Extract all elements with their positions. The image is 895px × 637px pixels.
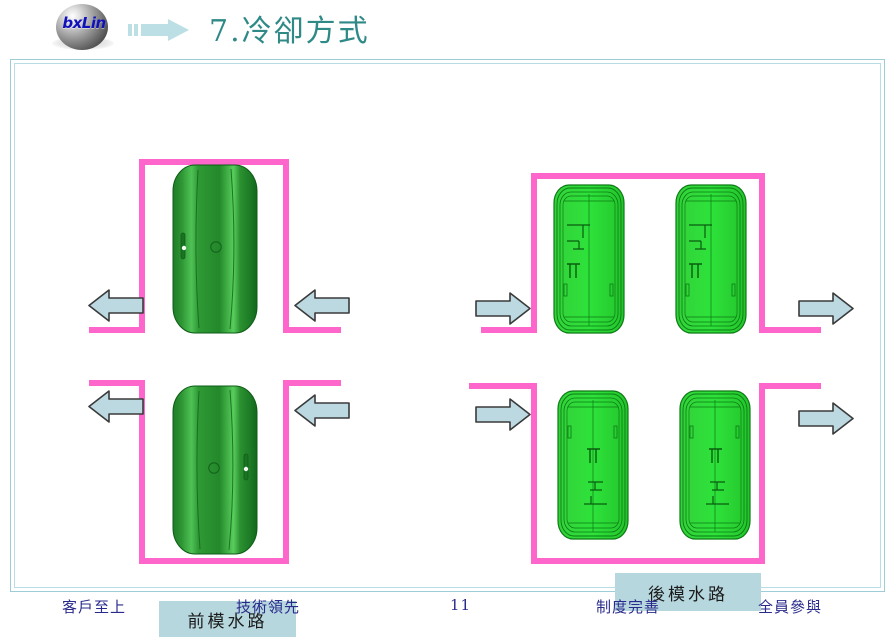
pipe-front-upper-left xyxy=(139,159,145,333)
footer-item-0: 客戶至上 xyxy=(62,598,127,616)
front-out-upper-arrow xyxy=(88,289,144,326)
rear-in-upper-arrow xyxy=(475,292,531,329)
rear-out-lower-arrow xyxy=(798,402,854,439)
rear-in-lower-arrow xyxy=(475,398,531,435)
front-in-lower-arrow xyxy=(294,394,350,431)
rear-part-ul xyxy=(553,184,625,338)
page-title: 7.冷卻方式 xyxy=(209,14,370,49)
pipe-rear-upper-outlet xyxy=(759,327,821,333)
pipe-front-lower-left xyxy=(139,380,145,564)
pipe-front-lower-right xyxy=(283,380,289,564)
footer-item-1: 技術領先 xyxy=(236,598,301,616)
pipe-rear-lower-right xyxy=(759,383,765,564)
content-frame-inner-border xyxy=(14,63,881,588)
pipe-rear-upper-right xyxy=(759,173,765,333)
pipe-front-upper-right xyxy=(283,159,289,333)
company-logo: bxLin xyxy=(46,4,120,50)
pipe-rear-upper-inlet xyxy=(481,327,537,333)
footer-item-3: 制度完善 xyxy=(596,598,661,616)
rear-out-upper-arrow xyxy=(798,292,854,329)
pipe-front-upper-outlet xyxy=(89,327,145,333)
caption-rear-mold: 後模水路 xyxy=(615,573,761,611)
page-number: 11 xyxy=(450,596,472,614)
front-part-upper xyxy=(172,164,258,338)
rear-part-ur xyxy=(675,184,747,338)
pipe-front-upper-inlet xyxy=(283,327,341,333)
slide-header: bxLin 7.冷卻方式 xyxy=(0,0,895,58)
pipe-rear-lower-left xyxy=(531,383,537,564)
content-frame: 前模水路 xyxy=(10,59,885,637)
right-arrow-icon xyxy=(128,19,190,41)
logo-sphere-icon xyxy=(56,4,108,50)
pipe-front-lower-inlet xyxy=(283,380,341,386)
footer-item-4: 全員參與 xyxy=(758,598,823,616)
front-in-upper-arrow xyxy=(294,289,350,326)
pipe-rear-lower-bottom xyxy=(531,558,765,564)
logo-wordmark: bxLin xyxy=(62,14,106,32)
rear-part-ll xyxy=(557,390,629,544)
pipe-front-upper-top xyxy=(139,159,289,165)
pipe-rear-lower-inlet xyxy=(469,383,537,389)
pipe-rear-upper-left xyxy=(531,173,537,333)
pipe-rear-upper-top xyxy=(531,173,765,179)
pipe-rear-lower-outlet xyxy=(759,383,821,389)
front-part-lower xyxy=(172,385,258,559)
pipe-front-lower-bottom xyxy=(139,558,289,564)
pipe-front-lower-outlet xyxy=(89,380,145,386)
rear-part-lr xyxy=(679,390,751,544)
front-out-lower-arrow xyxy=(88,390,144,427)
slide-footer: 客戶至上 技術領先 11 制度完善 全員參與 xyxy=(0,596,895,623)
